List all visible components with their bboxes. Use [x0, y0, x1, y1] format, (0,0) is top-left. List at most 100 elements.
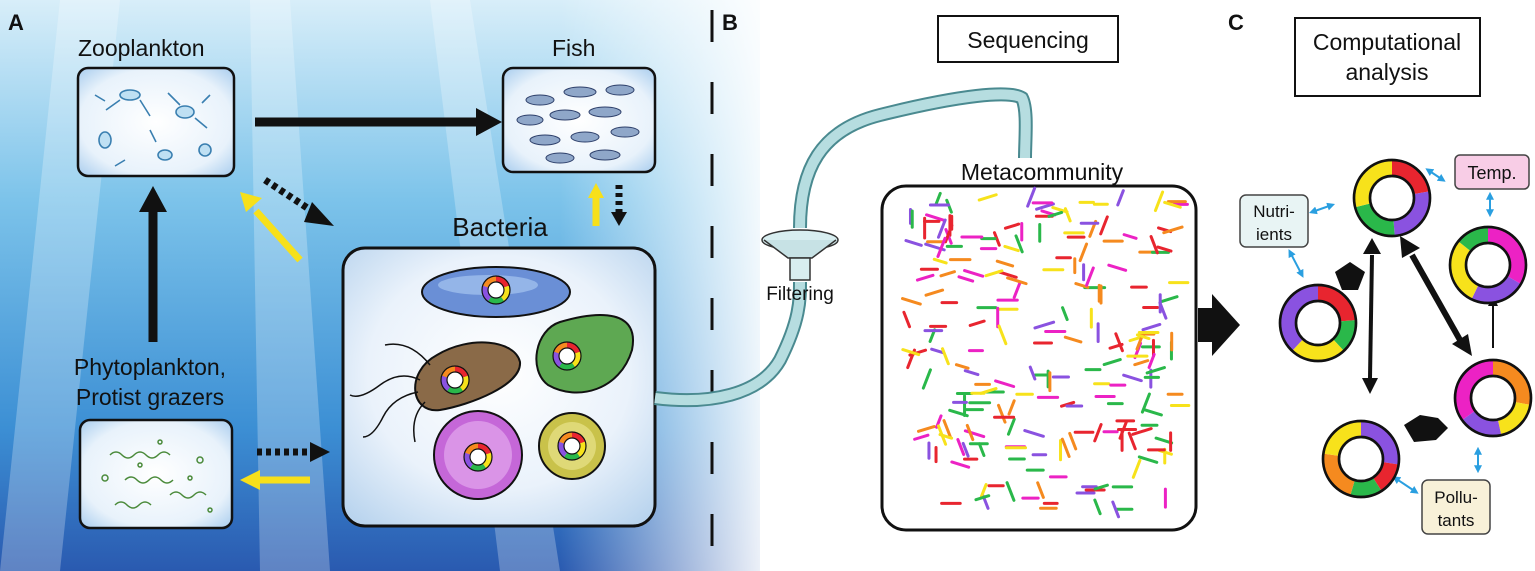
filtering-label: Filtering [766, 284, 834, 305]
computational-analysis-box [1294, 17, 1481, 97]
panel-a-letter: A [8, 10, 24, 35]
sequence-read [939, 270, 956, 278]
sequence-read [1137, 455, 1159, 464]
sequence-read [924, 288, 945, 297]
small-ring-1 [440, 365, 470, 395]
sequence-read [1145, 366, 1166, 375]
tube-lower [654, 281, 805, 406]
tube-upper [795, 89, 1031, 229]
sequence-read [901, 297, 922, 306]
to-analysis-arrow [1198, 294, 1240, 356]
sequence-read [1147, 352, 1156, 369]
sequence-read [1028, 365, 1037, 381]
phyto-label-line2: Protist grazers [76, 384, 224, 410]
sequence-read [1014, 234, 1024, 254]
fish-icon [516, 84, 640, 164]
zoo-to-bacteria-arrowhead [304, 202, 334, 226]
nutrients-line2: ients [1256, 225, 1292, 244]
sequence-read [948, 408, 969, 418]
sequence-read [1060, 437, 1071, 458]
sequence-read [1108, 342, 1124, 350]
sequence-read [1061, 306, 1069, 322]
sequence-read [954, 363, 970, 370]
sequence-read [1085, 266, 1095, 287]
phyto-to-bacteria-arrowhead [310, 442, 330, 462]
sequence-read [1005, 481, 1016, 502]
sequence-read [977, 193, 998, 202]
bacteria-to-fish-yellow-head [588, 183, 604, 198]
analysis-title-line2: analysis [1345, 59, 1428, 85]
sequencing-box [937, 15, 1119, 63]
sequence-read [1135, 333, 1151, 341]
sequence-read [1060, 400, 1076, 408]
fish-label: Fish [552, 35, 595, 61]
sequence-read [1063, 335, 1083, 344]
sequence-read [1107, 263, 1128, 272]
sequence-read [1133, 359, 1150, 367]
zoo-to-bacteria-dashed-arrow [263, 177, 320, 218]
small-ring-2 [552, 341, 582, 371]
sequence-read [1140, 392, 1151, 414]
sequence-read [908, 348, 928, 357]
sequence-read [965, 423, 975, 442]
sequence-read [916, 425, 936, 433]
sequence-read [1114, 332, 1124, 353]
sequence-read [1051, 206, 1069, 214]
sequence-read [961, 441, 970, 458]
sequence-read [963, 369, 980, 377]
bacteria-to-phyto-yellow-head [240, 470, 260, 490]
sequence-read [904, 239, 923, 247]
sequence-read [1068, 431, 1078, 451]
sequence-read [974, 494, 991, 502]
ring-right [1448, 225, 1528, 305]
sequence-reads [901, 186, 1191, 519]
sequence-read [994, 379, 1016, 388]
nutrients-box [1239, 194, 1309, 248]
panel-b-letter: B [722, 10, 738, 35]
sequence-read [1153, 190, 1165, 213]
sequence-read [1102, 358, 1122, 367]
sequence-read [963, 269, 985, 278]
sequence-read [938, 433, 954, 440]
sequence-read [932, 257, 948, 265]
sequence-read [1160, 295, 1179, 303]
sequence-read [1127, 431, 1137, 451]
sequence-read [1156, 245, 1173, 253]
sequence-read [1142, 408, 1163, 417]
network-node-link-2 [1404, 415, 1448, 442]
sequence-read [1111, 500, 1121, 519]
bacteria-to-zoo-yellow-head [240, 192, 262, 212]
sequence-read [940, 347, 950, 366]
temp-box [1454, 154, 1530, 190]
bacteria-label: Bacteria [452, 212, 548, 242]
sequence-read [901, 348, 921, 357]
sequence-read [1116, 189, 1125, 207]
zooplankton-label: Zooplankton [78, 35, 205, 61]
sequence-read [1063, 207, 1072, 223]
ring-left [1278, 283, 1358, 363]
sequence-read [1162, 225, 1184, 235]
sequence-read [1035, 202, 1055, 211]
sequence-read [1158, 301, 1168, 320]
pollutants-line1: Pollu- [1434, 488, 1477, 507]
sequence-read [1163, 200, 1182, 209]
phyto-label-line1: Phytoplankton, [74, 354, 226, 380]
sequence-read [1149, 235, 1159, 255]
analysis-title-line1: Computational [1313, 29, 1461, 55]
nutrients-line1: Nutri- [1253, 202, 1295, 221]
sequence-read [1036, 481, 1045, 499]
sequence-read [968, 319, 986, 327]
network-edges [1362, 236, 1498, 394]
phyto-to-zoo-arrowhead [139, 186, 167, 212]
sequence-read [1099, 215, 1109, 236]
sequence-read [997, 270, 1018, 279]
sequence-read [1006, 417, 1016, 436]
sequence-read [1141, 322, 1162, 332]
metacommunity-label: Metacommunity [961, 159, 1124, 185]
pollutants-line2: tants [1438, 511, 1475, 530]
filter-icon [761, 229, 839, 281]
network-node-link [1335, 262, 1365, 290]
sequence-read [1006, 276, 1028, 286]
sequence-read [1003, 222, 1021, 230]
sequence-read [1078, 242, 1089, 263]
